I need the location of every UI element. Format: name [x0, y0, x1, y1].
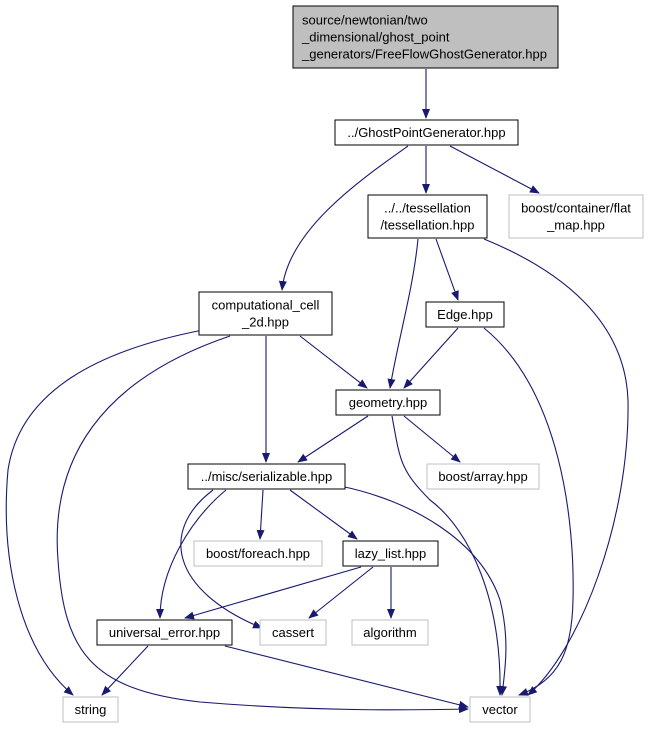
- node-box: [62, 696, 119, 723]
- node-box: [367, 194, 488, 239]
- node-string: string: [62, 696, 119, 723]
- node-box: [334, 119, 519, 146]
- edge-serializable-to-vector: [339, 485, 508, 696]
- node-label: _generators/FreeFlowGhostGenerator.hpp: [301, 47, 547, 62]
- node-flat-map: boost/container/flat _map.hpp: [508, 194, 644, 239]
- node-label: lazy_list.hpp: [355, 546, 427, 561]
- node-box: [198, 291, 333, 336]
- edge-universal-error-to-vector: [224, 645, 469, 709]
- node-label: boost/array.hpp: [438, 469, 527, 484]
- node-geometry[interactable]: geometry.hpp: [335, 389, 441, 416]
- node-label: universal_error.hpp: [109, 625, 220, 640]
- edge-serializable-to-cassert: [180, 489, 263, 629]
- edge-computational-cell-to-string: [5, 329, 204, 696]
- node-label: _map.hpp: [546, 218, 605, 233]
- edge-lazy-list-to-universal-error: [184, 566, 362, 620]
- edge-geometry-to-boost-array: [403, 415, 461, 463]
- edge-ghost-point-generator-to-flat-map: [449, 145, 540, 194]
- node-box: [292, 5, 559, 69]
- edge-computational-cell-to-geometry: [299, 335, 368, 389]
- node-label: cassert: [272, 625, 314, 640]
- edge-serializable-to-lazy-list: [289, 489, 358, 540]
- node-box: [508, 194, 644, 239]
- node-lazy-list[interactable]: lazy_list.hpp: [342, 540, 439, 567]
- edge-edge-to-geometry: [403, 327, 459, 389]
- edge-serializable-to-boost-foreach: [256, 489, 265, 540]
- edge-ghost-point-generator-to-computational-cell: [278, 145, 409, 291]
- node-box: [351, 619, 429, 646]
- node-label: /tessellation.hpp: [381, 218, 475, 233]
- edge-universal-error-to-string: [101, 645, 149, 696]
- edge-serializable-to-universal-error: [156, 489, 227, 619]
- node-box: [335, 389, 441, 416]
- edge-tessellation-to-vector: [483, 238, 629, 696]
- edge-lazy-list-to-cassert: [308, 566, 374, 619]
- node-box: [193, 540, 323, 567]
- edge-computational-cell-to-vector: [56, 335, 469, 714]
- edge-edge-to-vector: [483, 327, 574, 696]
- nodes-layer: source/newtonian/two _dimensional/ghost_p…: [62, 5, 644, 723]
- node-label: source/newtonian/two: [302, 13, 428, 28]
- node-label: ../../tessellation: [384, 201, 471, 216]
- node-boost-foreach: boost/foreach.hpp: [193, 540, 323, 567]
- node-ghost-point-generator[interactable]: ../GhostPointGenerator.hpp: [334, 119, 519, 146]
- node-box: [426, 463, 540, 490]
- node-computational-cell[interactable]: computational_cell _2d.hpp: [198, 291, 333, 336]
- edge-tessellation-to-geometry: [387, 238, 419, 389]
- node-label: _2d.hpp: [241, 315, 289, 330]
- node-boost-array: boost/array.hpp: [426, 463, 540, 490]
- node-cassert: cassert: [259, 619, 327, 646]
- node-universal-error[interactable]: universal_error.hpp: [96, 619, 233, 646]
- node-tessellation[interactable]: ../../tessellation/tessellation.hpp: [367, 194, 488, 239]
- node-edge[interactable]: Edge.hpp: [425, 301, 505, 328]
- node-box: [425, 301, 505, 328]
- node-vector: vector: [469, 696, 531, 723]
- node-algorithm: algorithm: [351, 619, 429, 646]
- node-label: string: [75, 702, 107, 717]
- edge-geometry-to-serializable: [297, 415, 369, 463]
- node-box: [96, 619, 233, 646]
- node-box: [259, 619, 327, 646]
- node-label: algorithm: [363, 625, 416, 640]
- edge-tessellation-to-edge: [435, 238, 459, 301]
- node-root[interactable]: source/newtonian/two _dimensional/ghost_p…: [292, 5, 559, 69]
- node-box: [187, 463, 346, 490]
- node-label: Edge.hpp: [437, 307, 493, 322]
- node-label: ../GhostPointGenerator.hpp: [347, 125, 505, 140]
- edges-layer: [5, 69, 629, 714]
- node-label: boost/foreach.hpp: [206, 546, 310, 561]
- node-label: computational_cell: [212, 298, 320, 313]
- node-label: geometry.hpp: [349, 395, 428, 410]
- edge-geometry-to-vector: [391, 415, 505, 696]
- node-serializable[interactable]: ../misc/serializable.hpp: [187, 463, 346, 490]
- node-label: ../misc/serializable.hpp: [201, 469, 333, 484]
- node-label: boost/container/flat: [521, 201, 631, 216]
- node-label: _dimensional/ghost_point: [301, 30, 450, 45]
- node-box: [469, 696, 531, 723]
- node-label: vector: [482, 702, 518, 717]
- node-box: [342, 540, 439, 567]
